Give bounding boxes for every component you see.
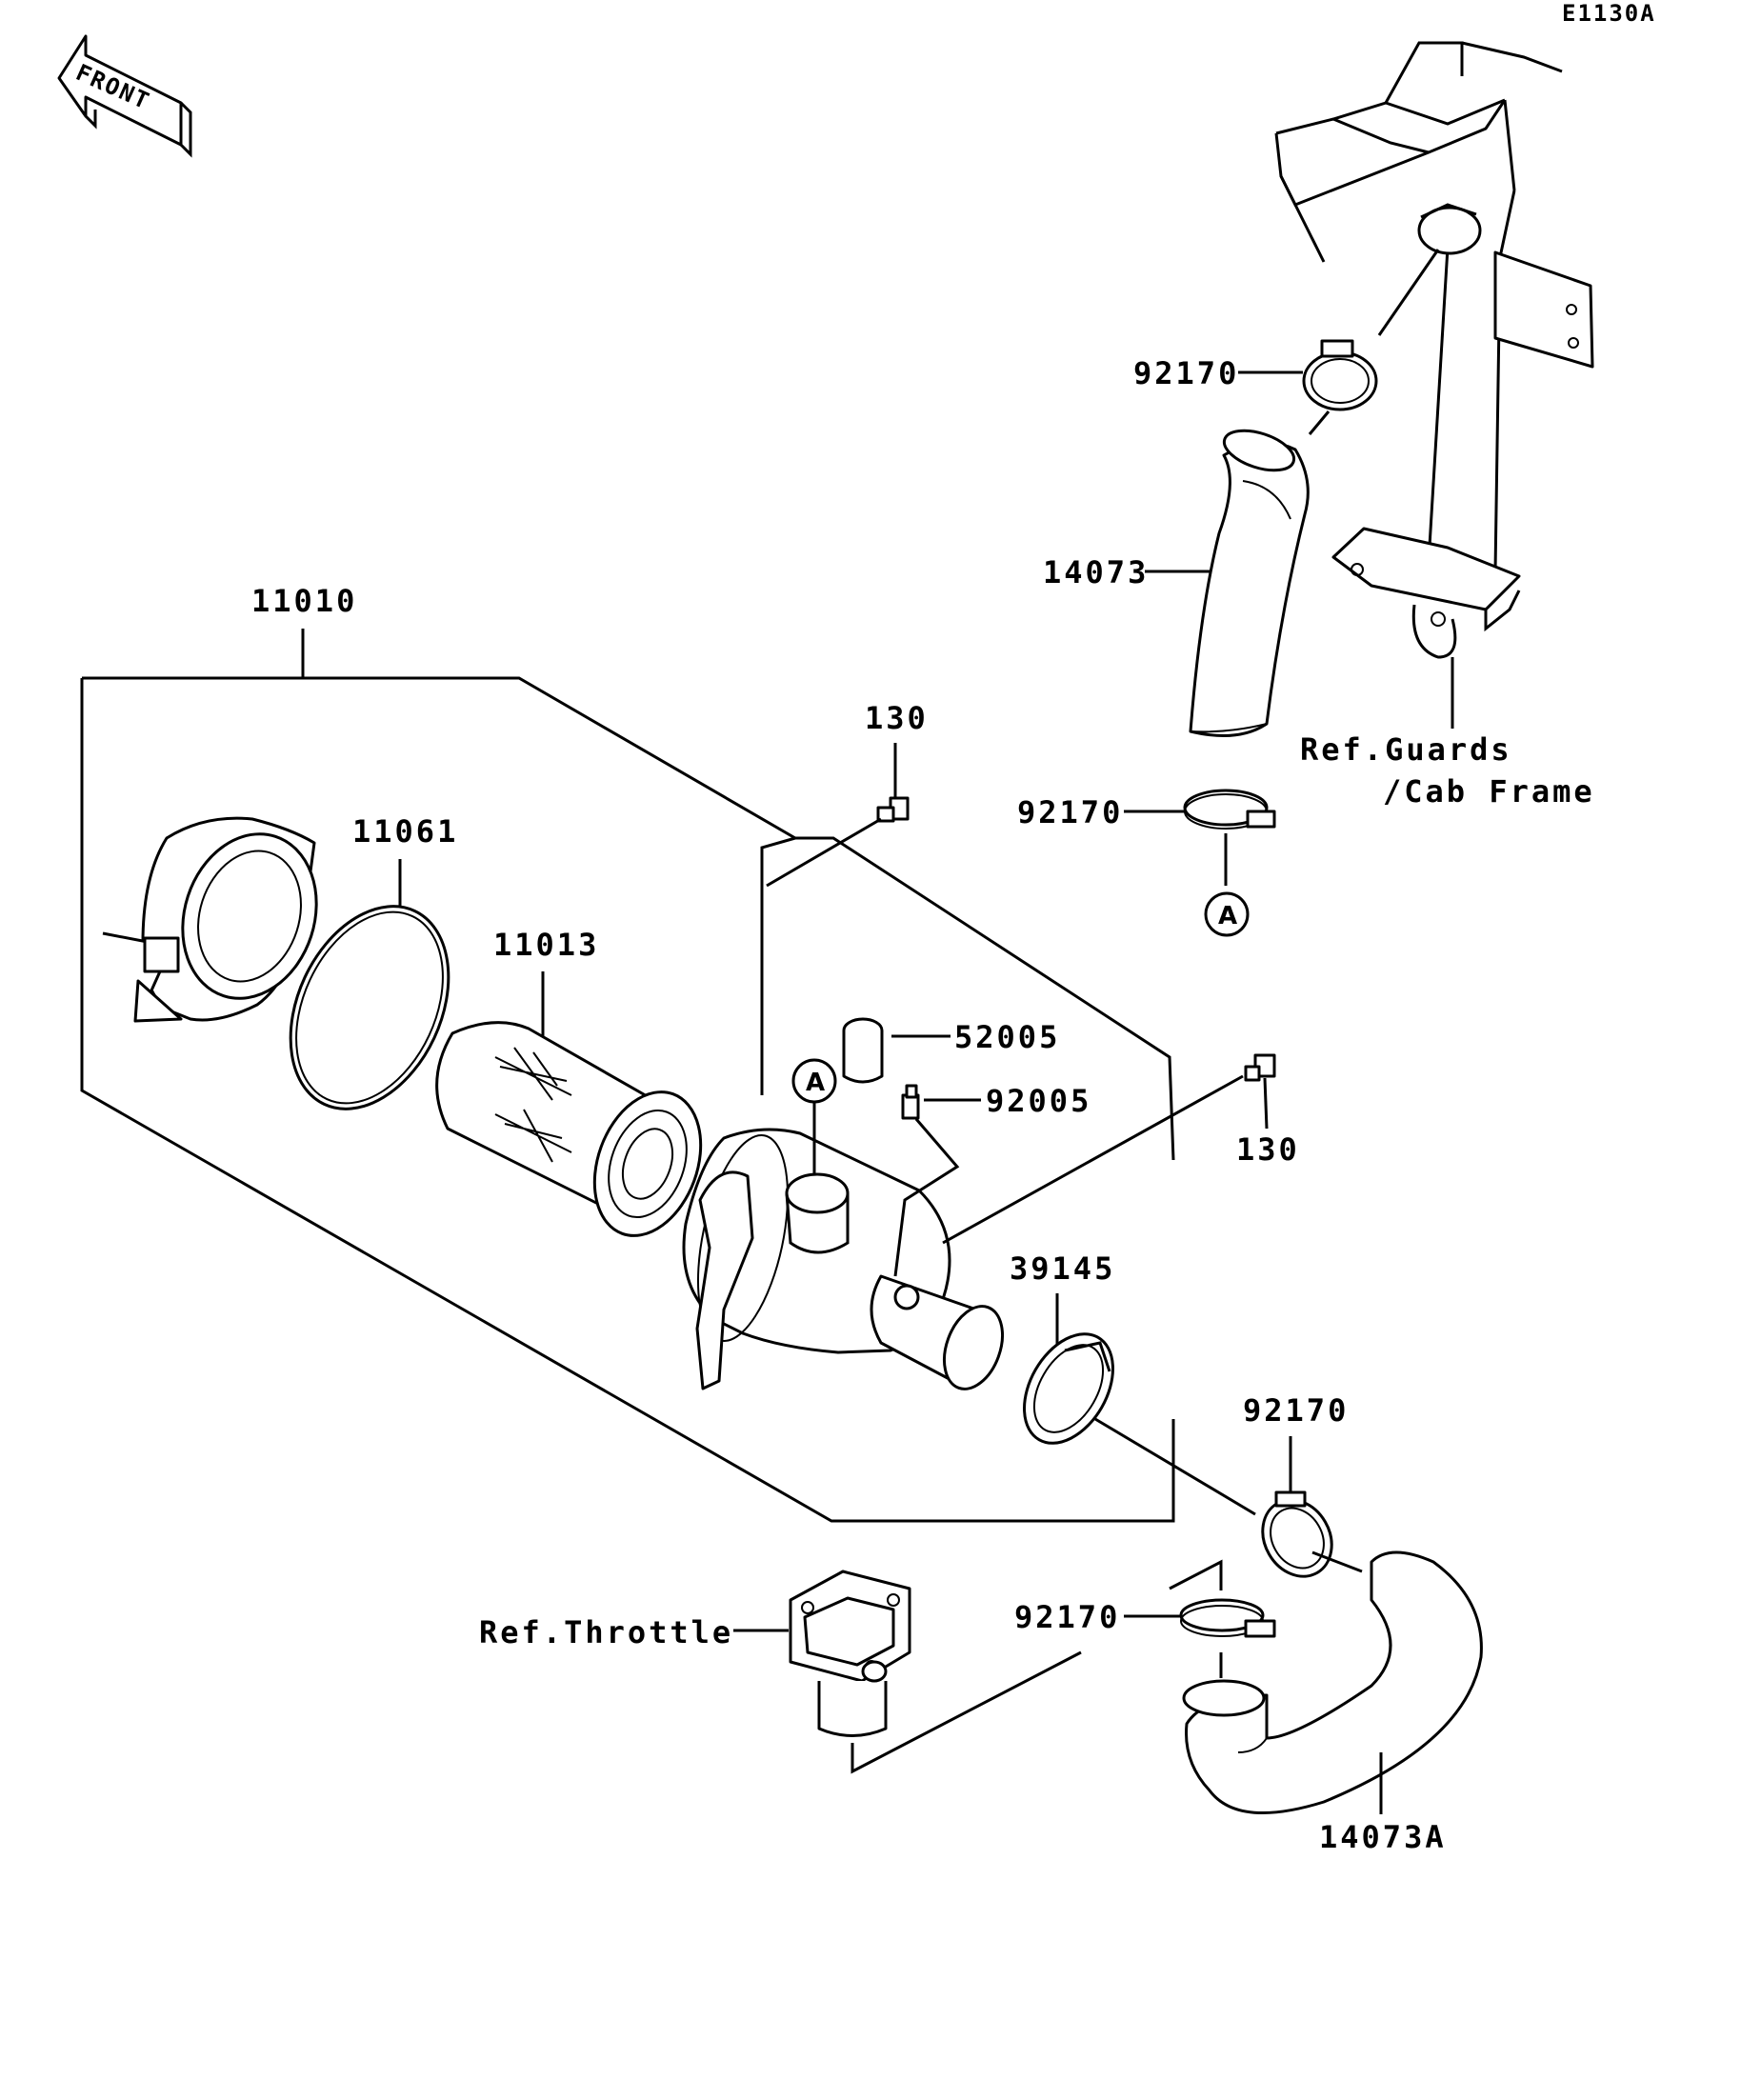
- bolt-130-right: [1244, 1053, 1276, 1082]
- air-duct-14073a: [1182, 1550, 1483, 1815]
- part-number-92005: 92005: [986, 1083, 1091, 1119]
- o-ring-11061: [289, 905, 450, 1110]
- part-number-11013: 11013: [493, 927, 599, 963]
- air-cleaner-cover: [102, 816, 318, 1023]
- air-cleaner-housing: [682, 1128, 1004, 1390]
- part-number-92170-b: 92170: [1017, 794, 1123, 830]
- air-duct-14073: [1189, 429, 1310, 737]
- nipple-92005: [901, 1084, 920, 1120]
- adapter-ring-39145: [1023, 1332, 1114, 1445]
- hose-clamp-lower-bottom: [1179, 1598, 1276, 1638]
- cab-frame-drawing: [1274, 41, 1594, 729]
- cap-52005: [842, 1017, 884, 1084]
- part-number-39145: 39145: [1010, 1250, 1115, 1287]
- part-number-14073a: 14073A: [1319, 1819, 1447, 1855]
- part-number-92170-a: 92170: [1133, 355, 1239, 391]
- diagram-code: E1130A: [1562, 0, 1656, 27]
- hose-clamp-lower-top: [1183, 789, 1276, 830]
- filter-element-11013: [435, 1021, 703, 1237]
- part-number-52005: 52005: [954, 1019, 1060, 1055]
- ref-throttle: Ref.Throttle: [479, 1614, 733, 1650]
- part-number-130-b: 130: [1236, 1131, 1300, 1168]
- svg-text:A: A: [1218, 902, 1237, 930]
- hose-clamp-upper-bottom: [1261, 1490, 1333, 1578]
- connector-a-upper: A: [1204, 891, 1250, 937]
- svg-text:A: A: [806, 1069, 825, 1097]
- ref-guards-cab-frame-1: Ref.Guards: [1300, 731, 1512, 768]
- assembly-outline: [82, 676, 1175, 1161]
- throttle-body: [789, 1570, 911, 1737]
- ref-guards-cab-frame-2: /Cab Frame: [1383, 773, 1595, 810]
- part-number-11061: 11061: [352, 813, 458, 850]
- bolt-130-top: [876, 796, 910, 823]
- part-number-14073: 14073: [1043, 554, 1149, 590]
- connector-a-lower: A: [791, 1058, 837, 1104]
- front-arrow-icon: FRONT: [57, 34, 192, 158]
- part-number-92170-d: 92170: [1014, 1599, 1120, 1635]
- part-number-11010: 11010: [251, 583, 357, 619]
- part-number-92170-c: 92170: [1243, 1392, 1349, 1429]
- hose-clamp-upper-top: [1302, 339, 1378, 411]
- part-number-130-a: 130: [865, 700, 929, 736]
